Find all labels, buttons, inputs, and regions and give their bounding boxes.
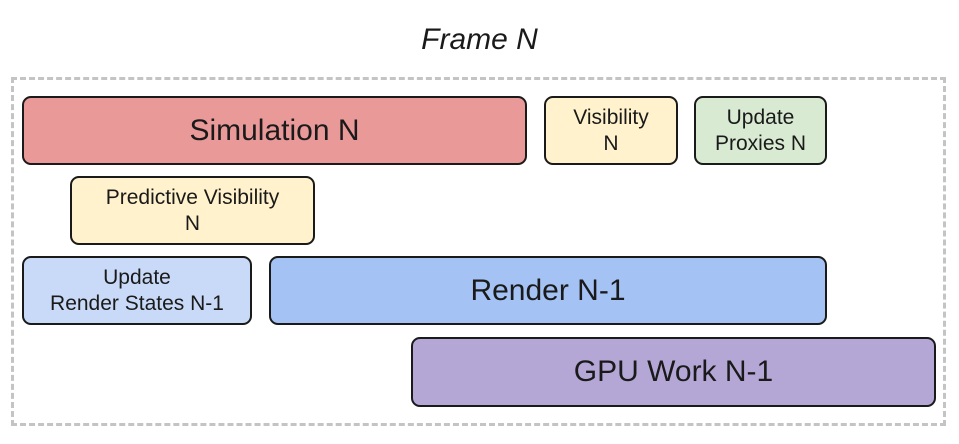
update-proxies-label-line1: Update bbox=[726, 105, 795, 129]
update-render-states-block: Update Render States N-1 bbox=[22, 256, 252, 325]
predictive-visibility-label-line1: Predictive Visibility bbox=[105, 185, 280, 209]
frame-title: Frame N bbox=[421, 23, 538, 56]
visibility-label-line1: Visibility bbox=[573, 105, 649, 129]
visibility-block: Visibility N bbox=[544, 96, 678, 165]
visibility-label-line2: N bbox=[603, 131, 619, 155]
predictive-visibility-label-line2: N bbox=[184, 211, 201, 235]
simulation-label: Simulation N bbox=[189, 113, 360, 147]
simulation-block: Simulation N bbox=[22, 96, 527, 165]
gpu-work-block: GPU Work N-1 bbox=[411, 337, 936, 407]
frame-boundary bbox=[11, 77, 946, 426]
update-render-states-label-line2: Render States N-1 bbox=[50, 291, 224, 315]
render-label: Render N-1 bbox=[470, 273, 626, 307]
predictive-visibility-block: Predictive Visibility N bbox=[70, 176, 315, 245]
update-render-states-label-line1: Update bbox=[103, 265, 171, 289]
render-block: Render N-1 bbox=[269, 256, 827, 325]
update-proxies-label-line2: Proxies N bbox=[714, 131, 807, 155]
update-proxies-block: Update Proxies N bbox=[694, 96, 827, 165]
gpu-work-label: GPU Work N-1 bbox=[573, 355, 774, 388]
